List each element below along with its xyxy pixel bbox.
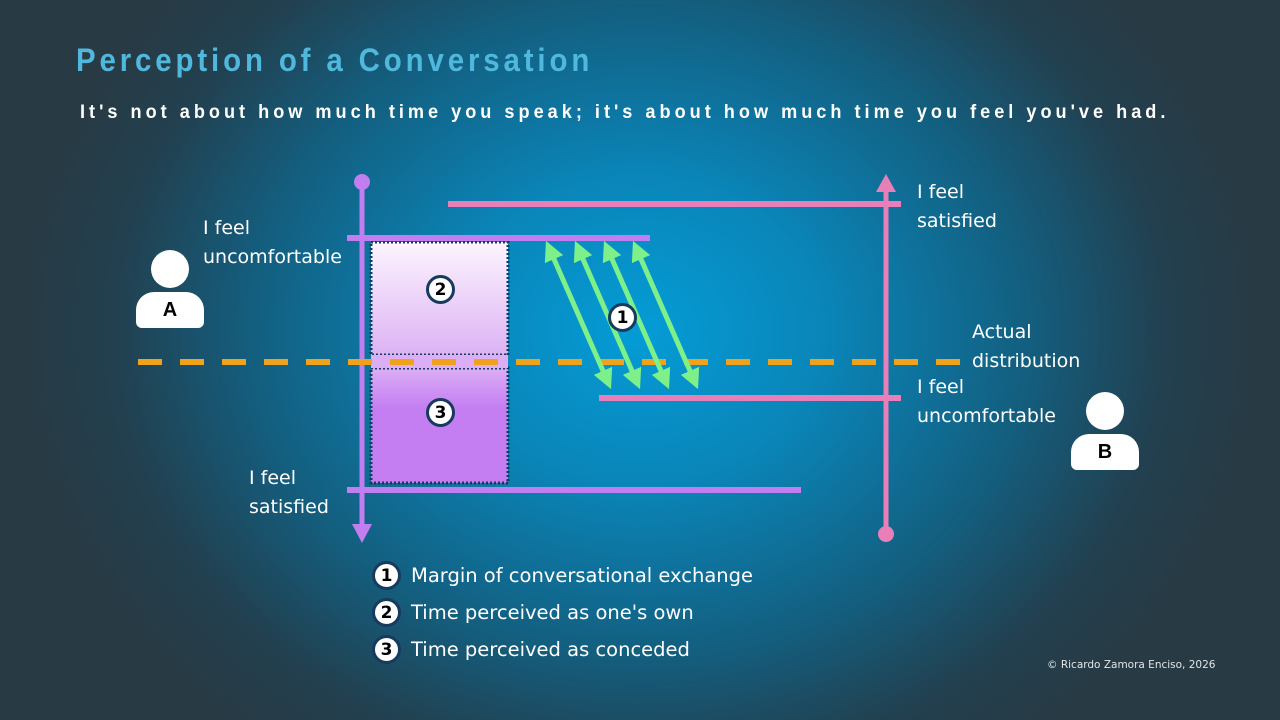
axis-b-origin-dot [878,526,894,542]
person-a-icon: A [136,250,206,330]
axis-a-arrowhead [352,524,372,543]
marker-own-time: 2 [426,275,455,304]
actual-distribution-label: Actual distribution [972,321,1081,372]
a-uncomfortable-label: I feel uncomfortable [203,217,342,268]
person-b-icon: B [1071,392,1141,472]
legend-text: Margin of conversational exchange [411,564,754,587]
marker-conceded-time: 3 [426,398,455,427]
axis-a-origin-dot [354,174,370,190]
legend-item: 2 Time perceived as one's own [372,594,753,631]
legend-text: Time perceived as conceded [411,638,690,661]
axis-b-arrowhead [876,174,896,192]
person-b-head [1086,392,1124,430]
copyright: © Ricardo Zamora Enciso, 2026 [1047,659,1216,671]
legend-item: 1 Margin of conversational exchange [372,557,753,594]
legend-badge: 3 [372,635,401,664]
legend-item: 3 Time perceived as conceded [372,631,753,668]
a-satisfied-label: I feel satisfied [249,467,329,518]
page-title: Perception of a Conversation [76,42,594,78]
marker-exchange-margin: 1 [608,303,637,332]
b-satisfied-label: I feel satisfied [917,181,997,232]
legend: 1 Margin of conversational exchange 2 Ti… [372,557,753,668]
legend-text: Time perceived as one's own [411,601,694,624]
subtitle: It's not about how much time you speak; … [80,101,1170,123]
person-b-label: B [1071,434,1139,470]
person-a-label: A [136,292,204,328]
person-a-head [151,250,189,288]
legend-badge: 2 [372,598,401,627]
legend-badge: 1 [372,561,401,590]
b-uncomfortable-label: I feel uncomfortable [917,376,1056,427]
